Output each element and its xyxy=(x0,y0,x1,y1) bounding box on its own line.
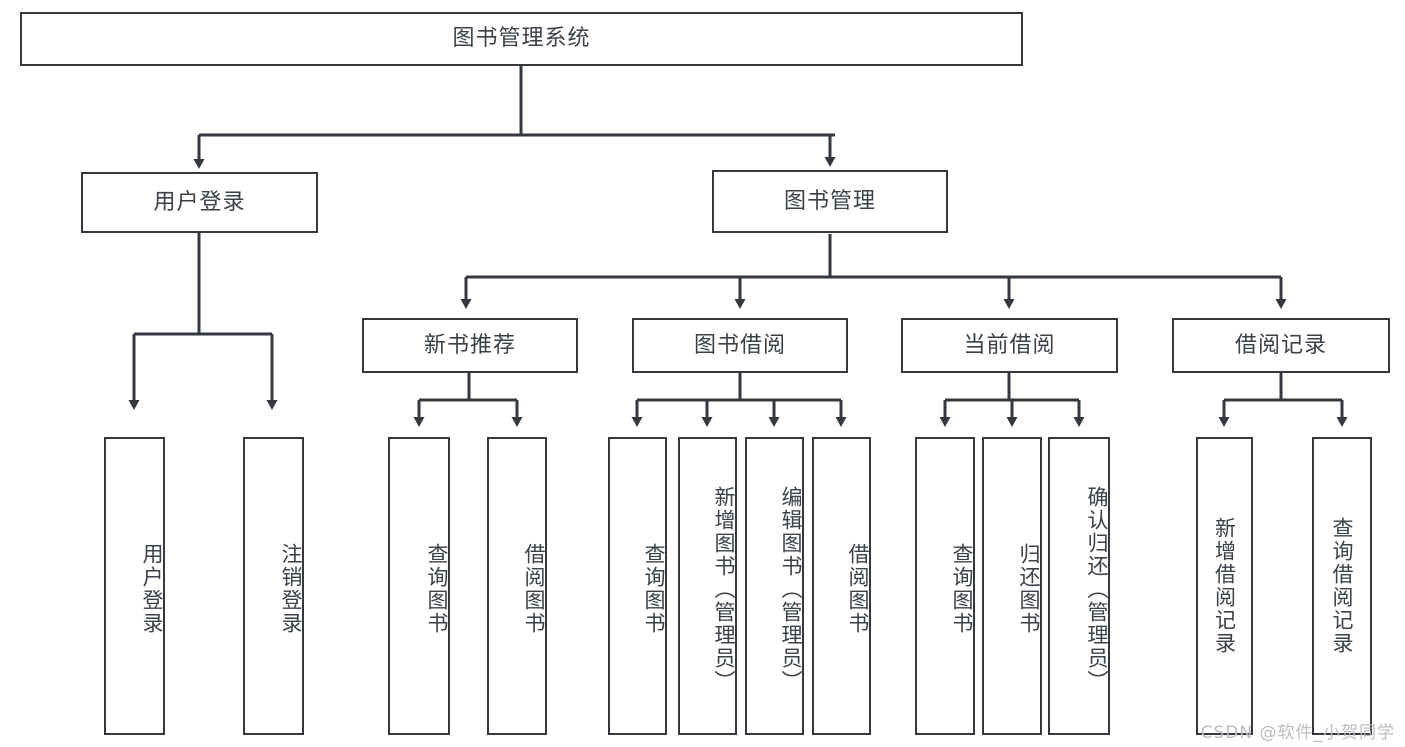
node-borrow-record[interactable]: 借阅记录 xyxy=(1172,318,1390,373)
leaf-query-books-current[interactable]: 查询图书 xyxy=(915,437,975,735)
node-label: 查询借阅记录 xyxy=(1330,517,1355,655)
node-book-borrowing[interactable]: 图书借阅 xyxy=(632,318,848,373)
node-label: 确认归还（管理员） xyxy=(1085,485,1109,693)
node-label: 注销登录 xyxy=(279,543,303,635)
leaf-confirm-return-admin[interactable]: 确认归还（管理员） xyxy=(1048,437,1110,735)
leaf-add-borrow-record[interactable]: 新增借阅记录 xyxy=(1196,437,1253,735)
leaf-add-book-admin[interactable]: 新增图书（管理员） xyxy=(678,437,737,735)
node-label: 图书管理 xyxy=(783,188,876,214)
leaf-query-books-new[interactable]: 查询图书 xyxy=(388,437,450,735)
node-root-book-management-system[interactable]: 图书管理系统 xyxy=(20,12,1023,66)
node-label: 新增借阅记录 xyxy=(1212,517,1237,655)
node-label: 当前借阅 xyxy=(963,332,1056,358)
node-label: 编辑图书（管理员） xyxy=(779,485,803,693)
leaf-query-borrow-record[interactable]: 查询借阅记录 xyxy=(1312,437,1372,735)
leaf-borrow-books-new[interactable]: 借阅图书 xyxy=(487,437,547,735)
node-new-book-recommendation[interactable]: 新书推荐 xyxy=(362,318,578,373)
node-label: 查询图书 xyxy=(950,543,974,635)
node-label: 新增图书（管理员） xyxy=(712,485,736,693)
leaf-borrow-books[interactable]: 借阅图书 xyxy=(812,437,871,735)
leaf-query-books-borrow[interactable]: 查询图书 xyxy=(608,437,667,735)
node-label: 用户登录 xyxy=(140,543,164,635)
node-book-management[interactable]: 图书管理 xyxy=(712,170,948,233)
node-current-borrowing[interactable]: 当前借阅 xyxy=(901,318,1118,373)
node-label: 借阅图书 xyxy=(846,543,870,635)
leaf-return-books[interactable]: 归还图书 xyxy=(982,437,1042,735)
node-label: 归还图书 xyxy=(1017,543,1041,635)
leaf-user-login[interactable]: 用户登录 xyxy=(104,437,165,735)
node-label: 图书管理系统 xyxy=(452,26,591,52)
node-user-login[interactable]: 用户登录 xyxy=(81,172,318,233)
node-label: 用户登录 xyxy=(153,189,246,215)
node-label: 图书借阅 xyxy=(693,332,786,358)
node-label: 借阅记录 xyxy=(1234,332,1327,358)
node-label: 借阅图书 xyxy=(522,543,546,635)
node-label: 新书推荐 xyxy=(423,332,516,358)
leaf-edit-book-admin[interactable]: 编辑图书（管理员） xyxy=(745,437,804,735)
node-label: 查询图书 xyxy=(642,543,666,635)
leaf-logout[interactable]: 注销登录 xyxy=(243,437,304,735)
node-label: 查询图书 xyxy=(425,543,449,635)
